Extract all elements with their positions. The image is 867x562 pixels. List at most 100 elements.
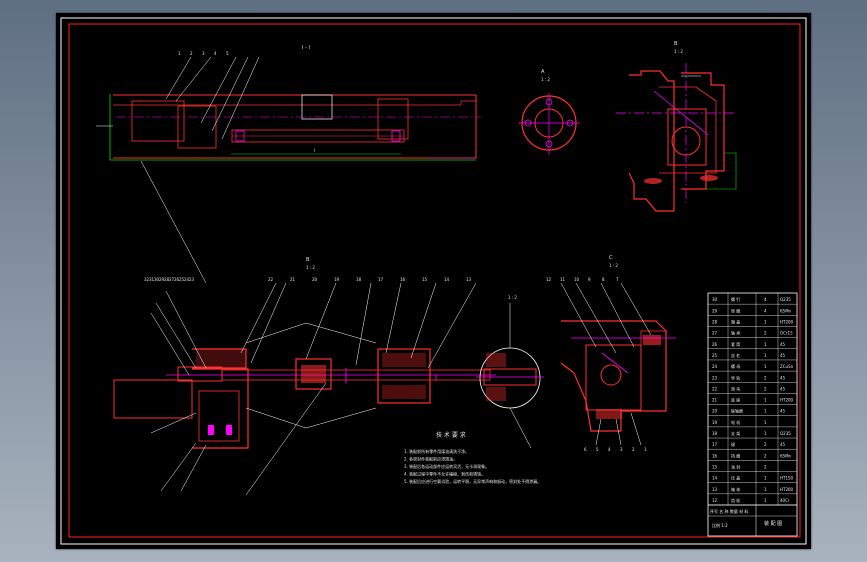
bom-material: HT200	[780, 319, 794, 324]
bom-name: 螺 母	[731, 363, 740, 369]
top-view: I - I I	[96, 45, 481, 284]
bom-qty: 2	[764, 442, 767, 447]
bom-name: 套 筒	[731, 341, 740, 347]
balloon-number: 1	[644, 447, 647, 452]
right-section-view: B 1 : 2	[616, 41, 737, 212]
bom-name: 垫 圈	[731, 307, 740, 313]
bom-name: 压 盖	[731, 475, 740, 481]
balloon-number: 7	[616, 277, 619, 282]
bom-material: 45	[780, 442, 786, 447]
bom-qty: 1	[764, 319, 767, 324]
bom-name: 键	[731, 441, 735, 447]
balloon-number: 19	[334, 277, 340, 282]
balloon-number: 10	[574, 277, 580, 282]
technical-notes: 技 术 要 求 1. 装配前所有零件用煤油清洗干净。2. 各密封件装配前应浸透油…	[404, 431, 541, 484]
title-block-scale: 比例 1:2	[712, 522, 728, 528]
balloon-number: 26	[174, 277, 180, 282]
balloon-number: 25	[179, 277, 185, 282]
balloon-number: 29	[159, 277, 165, 282]
bom-qty: 1	[764, 420, 767, 425]
bom-name: 齿 轮	[731, 497, 740, 503]
mid-view-label: B	[306, 257, 310, 263]
note-line: 1. 装配前所有零件用煤油清洗干净。	[404, 448, 469, 454]
bom-name: 油 封	[731, 464, 740, 470]
balloon-number: 22	[268, 277, 274, 282]
bom-no: 19	[712, 420, 718, 425]
detail-view: 1 : 2	[476, 295, 544, 449]
bom-name: 端 盖	[731, 318, 740, 324]
balloon-number: 3	[620, 447, 623, 452]
bom-no: 15	[712, 465, 718, 470]
bom-no: 29	[712, 308, 718, 313]
bom-name: 螺 钉	[731, 296, 740, 302]
bom-qty: 1	[764, 476, 767, 481]
balloon-number: 3	[202, 51, 205, 56]
bom-material: 65Mn	[780, 308, 792, 313]
bom-no: 27	[712, 331, 718, 336]
bom-qty: 4	[764, 308, 767, 313]
bom-qty: 2	[764, 453, 767, 458]
bom-qty: 2	[764, 465, 767, 470]
side-view-scale: 1 : 2	[609, 263, 618, 268]
right-view-label: B	[674, 41, 678, 47]
balloon-number: 30	[154, 277, 160, 282]
mid-view-scale: 1 : 2	[306, 265, 315, 270]
balloon-number: 9	[588, 277, 591, 282]
bom-material: 45	[780, 342, 786, 347]
bom-qty: 1	[764, 353, 767, 358]
balloon-number: 8	[602, 277, 605, 282]
bom-no: 14	[712, 476, 718, 481]
bom-material: GCr15	[780, 331, 793, 336]
balloon-number: 20	[312, 277, 318, 282]
balloon-number: 23	[189, 277, 195, 282]
bom-qty: 1	[764, 342, 767, 347]
balloon-number: 16	[400, 277, 406, 282]
bom-name: 底 座	[731, 397, 740, 403]
cad-drawing: I - I I A 1 : 2 B	[60, 17, 807, 545]
bom-qty: 1	[764, 431, 767, 436]
bom-no: 23	[712, 375, 718, 380]
note-line: 3. 装配后各运动部件应运转灵活，无卡滞现象。	[404, 463, 489, 469]
note-line: 4. 装配过程中零件不允许磕碰、划伤和锈蚀。	[404, 471, 485, 477]
bom-name: 滑 块	[731, 385, 740, 391]
bom-material: 65Mn	[780, 453, 792, 458]
inner-border	[68, 23, 801, 538]
balloon-number: 4	[608, 447, 611, 452]
balloon-number: 15	[422, 277, 428, 282]
bom-no: 17	[712, 442, 718, 447]
balloon-number: 24	[184, 277, 190, 282]
bom-qty: 1	[764, 487, 767, 492]
bom-no: 30	[712, 297, 718, 302]
bom-name: 挡 圈	[731, 452, 740, 458]
bom-material: 45	[780, 409, 786, 414]
bom-no: 18	[712, 431, 718, 436]
bom-no: 25	[712, 353, 718, 358]
title-block-header: 序号 名 称 数量 材 料	[710, 508, 748, 514]
middle-assembly-view: B 1 : 2	[113, 257, 496, 496]
bom-material: ZCuSn	[780, 364, 794, 369]
bom-material: 45	[780, 353, 786, 358]
bom-name: 电 机	[731, 419, 740, 425]
drawing-viewport[interactable]: I - I I A 1 : 2 B	[56, 13, 811, 549]
bom-material: HT200	[780, 398, 794, 403]
bom-qty: 2	[764, 386, 767, 391]
bom-no: 28	[712, 319, 718, 324]
balloon-number: 14	[444, 277, 450, 282]
bom-material: Q235	[780, 297, 791, 302]
balloon-number: 32	[144, 277, 150, 282]
balloon-number: 17	[378, 277, 384, 282]
bom-no: 21	[712, 398, 718, 403]
circle-view-label: A	[541, 69, 545, 75]
bom-name: 导 轨	[731, 374, 740, 380]
balloon-number: 27	[169, 277, 175, 282]
bom-no: 24	[712, 364, 718, 369]
balloon-number: 5	[596, 447, 599, 452]
circle-view: A 1 : 2	[518, 69, 580, 155]
balloon-number: 1	[178, 51, 181, 56]
detail-view-label: 1 : 2	[508, 295, 517, 300]
bom-no: 20	[712, 409, 718, 414]
side-view: C 1 : 2	[560, 255, 676, 446]
bom-no: 22	[712, 386, 718, 391]
